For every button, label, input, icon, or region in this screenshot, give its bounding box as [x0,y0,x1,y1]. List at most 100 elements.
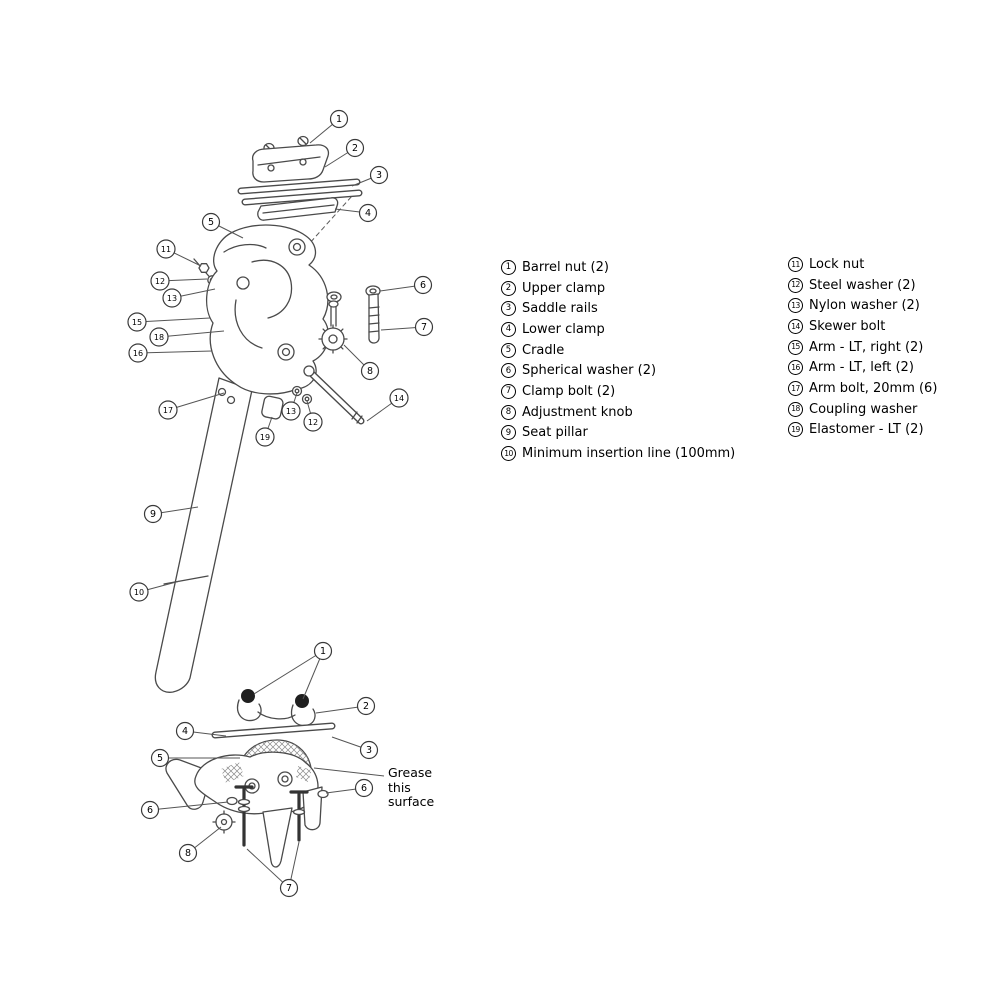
clamp-stack-drawing [237,135,363,221]
legend-label: Nylon washer (2) [809,298,920,314]
clamp-bolt-drawing [368,293,380,344]
callout-8 [178,843,198,863]
legend-label: Steel washer (2) [809,277,916,293]
callout-number-8: 8 [367,366,373,377]
callout-number-16: 16 [133,349,143,358]
callout-13 [281,401,301,421]
arm-right-drawing [302,786,323,831]
callout-14 [389,388,409,408]
callout-4 [358,203,378,223]
legend-number: 15 [788,339,803,355]
callout-number-11: 11 [161,245,171,254]
callout-11 [156,239,176,259]
callout-number-18: 18 [154,333,164,342]
callout-number-5: 5 [157,753,163,764]
callout-number-6: 6 [420,280,426,291]
callout-number-19: 19 [260,433,270,442]
legend-right: 11 Lock nut 12 Steel washer (2) 13 Nylon wash… [788,254,937,440]
legend-number: 7 [501,383,516,399]
grease-line-2: this [388,779,411,795]
legend-label: Lower clamp [522,321,605,337]
callout-8 [360,361,380,381]
legend-number: 11 [788,256,803,272]
lock-nut-drawing [198,263,210,273]
minimum-insertion-line [163,575,209,585]
legend-number: 14 [788,318,803,334]
callout-number-9: 9 [150,509,156,520]
legend-item-10: 10 Minimum insertion line (100mm) [501,443,735,464]
callout-leader-7 [246,848,290,889]
elastomer-drawing [261,395,284,420]
legend-number: 17 [788,380,803,396]
callout-number-6: 6 [361,783,367,794]
callout-number-1: 1 [320,646,326,657]
legend-number: 19 [788,422,803,438]
legend-label: Arm bolt, 20mm (6) [809,380,938,396]
legend-number: 13 [788,298,803,314]
legend-label: Skewer bolt [809,318,886,334]
grease-line-1: Grease [388,765,433,780]
callout-number-2: 2 [363,701,369,712]
callout-19 [255,427,275,447]
legend-label: Spherical washer (2) [522,363,657,379]
callout-number-12: 12 [308,418,318,427]
legend-number: 10 [501,446,516,462]
spherical-washer-drawing [226,796,238,806]
legend-number: 16 [788,360,803,376]
grease-annotation: Grease this surface [388,765,434,810]
callout-number-4: 4 [365,208,371,219]
callout-number-5: 5 [208,217,214,228]
callout-1 [313,641,333,661]
bolt-parts-drawing [303,285,381,425]
callout-4 [175,721,195,741]
legend-item-1: 1 Barrel nut (2) [501,257,735,278]
legend-number: 12 [788,277,803,293]
callout-13 [162,288,182,308]
legend-label: Arm - LT, left (2) [809,360,914,376]
callout-5 [150,748,170,768]
legend-item-19: 19 Elastomer - LT (2) [788,420,937,441]
legend-number: 18 [788,401,803,417]
nylon-washer-lower-drawing [291,385,303,397]
legend-label: Clamp bolt (2) [522,383,616,399]
callout-2 [345,138,365,158]
callout-number-7: 7 [421,322,427,333]
callout-number-12: 12 [155,277,165,286]
steel-washer-lower-drawing [301,393,313,405]
legend-label: Minimum insertion line (100mm) [522,446,736,462]
legend-label: Elastomer - LT (2) [809,422,924,438]
callout-number-3: 3 [376,170,382,181]
legend-item-4: 4 Lower clamp [501,319,735,340]
legend-number: 4 [501,321,516,337]
callout-number-4: 4 [182,726,188,737]
legend-item-12: 12 Steel washer (2) [788,275,937,296]
callout-number-8: 8 [185,848,191,859]
callout-16 [128,343,148,363]
legend-item-13: 13 Nylon washer (2) [788,295,937,316]
callout-12 [303,412,323,432]
legend-item-7: 7 Clamp bolt (2) [501,381,735,402]
legend-number: 3 [501,301,516,317]
callout-18 [149,327,169,347]
callout-10 [129,582,149,602]
legend-label: Barrel nut (2) [522,259,609,275]
callout-number-1: 1 [336,114,342,125]
callout-7 [279,878,299,898]
callout-1 [329,109,349,129]
callout-number-17: 17 [163,406,173,415]
callout-leader-1 [253,650,324,695]
callout-leader-6 [149,801,229,811]
legend-item-11: 11 Lock nut [788,254,937,275]
legend-number: 1 [501,259,516,275]
callout-number-13: 13 [167,294,177,303]
callout-leader-15 [136,317,211,323]
legend-label: Lock nut [809,256,865,272]
callout-12 [150,271,170,291]
